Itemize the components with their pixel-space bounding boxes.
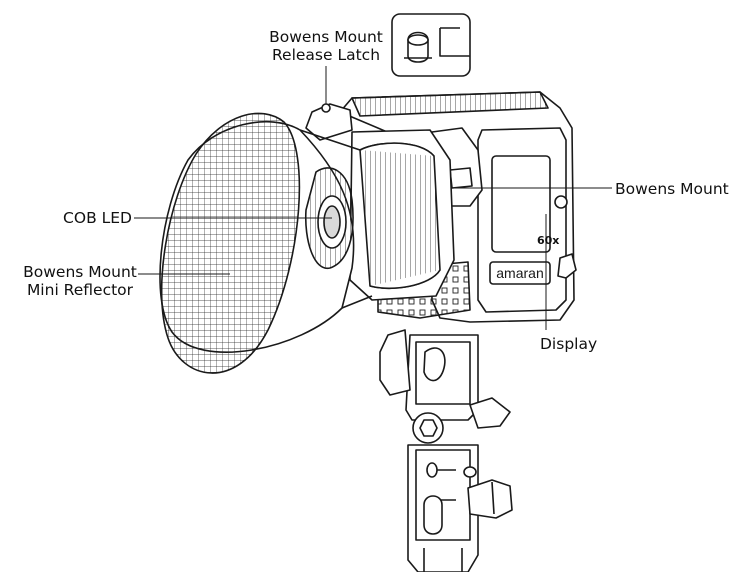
release-latch (305, 103, 353, 141)
leader-lines (134, 66, 612, 330)
label-bowens-mount: Bowens Mount (615, 180, 729, 198)
stand-knob (467, 479, 513, 519)
yoke-bracket (379, 329, 511, 444)
light-stand (407, 444, 513, 572)
label-mini-reflector: Bowens Mount Mini Reflector (23, 263, 137, 299)
control-knob[interactable] (557, 253, 577, 279)
latch-detail-inset (391, 13, 471, 77)
yoke-handle (469, 397, 511, 429)
model-badge: 60x (537, 234, 560, 247)
control-button[interactable] (554, 195, 568, 209)
label-cob-led: COB LED (63, 209, 132, 227)
brand-logo: amaran (496, 265, 543, 281)
label-release-latch: Bowens Mount Release Latch (269, 28, 383, 64)
bowens-mount-ring (349, 129, 455, 301)
display-screen (491, 155, 551, 253)
label-display: Display (540, 335, 598, 353)
mini-reflector (159, 112, 373, 374)
reflector-grid (160, 112, 301, 374)
